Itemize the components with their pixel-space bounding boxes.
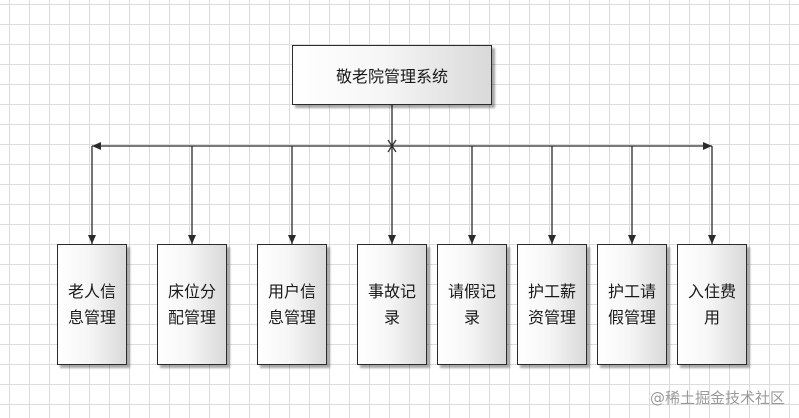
child-node-label: 护工薪资管理 xyxy=(527,281,576,327)
child-node-bed-allocation: 床位分配管理 xyxy=(157,244,227,365)
child-node-elderly-info: 老人信息管理 xyxy=(57,244,127,365)
child-node-accident-records: 事故记录 xyxy=(357,244,427,365)
watermark-text: @稀土掘金技术社区 xyxy=(649,389,785,407)
child-node-user-info: 用户信息管理 xyxy=(257,244,327,365)
root-node: 敬老院管理系统 xyxy=(292,45,492,105)
child-node-label: 老人信息管理 xyxy=(67,281,116,327)
junction-marker xyxy=(387,139,397,153)
child-node-label: 事故记录 xyxy=(367,281,416,327)
child-node-admission-fees: 入住费用 xyxy=(677,244,747,365)
child-node-caregiver-salary: 护工薪资管理 xyxy=(517,244,587,365)
child-node-caregiver-leave: 护工请假管理 xyxy=(597,244,667,365)
child-node-label: 入住费用 xyxy=(687,281,736,327)
child-node-label: 请假记录 xyxy=(447,281,496,327)
child-node-label: 床位分配管理 xyxy=(167,281,216,327)
child-node-label: 护工请假管理 xyxy=(607,281,656,327)
child-node-leave-records: 请假记录 xyxy=(437,244,507,365)
root-node-label: 敬老院管理系统 xyxy=(335,67,448,86)
child-node-label: 用户信息管理 xyxy=(267,281,316,327)
